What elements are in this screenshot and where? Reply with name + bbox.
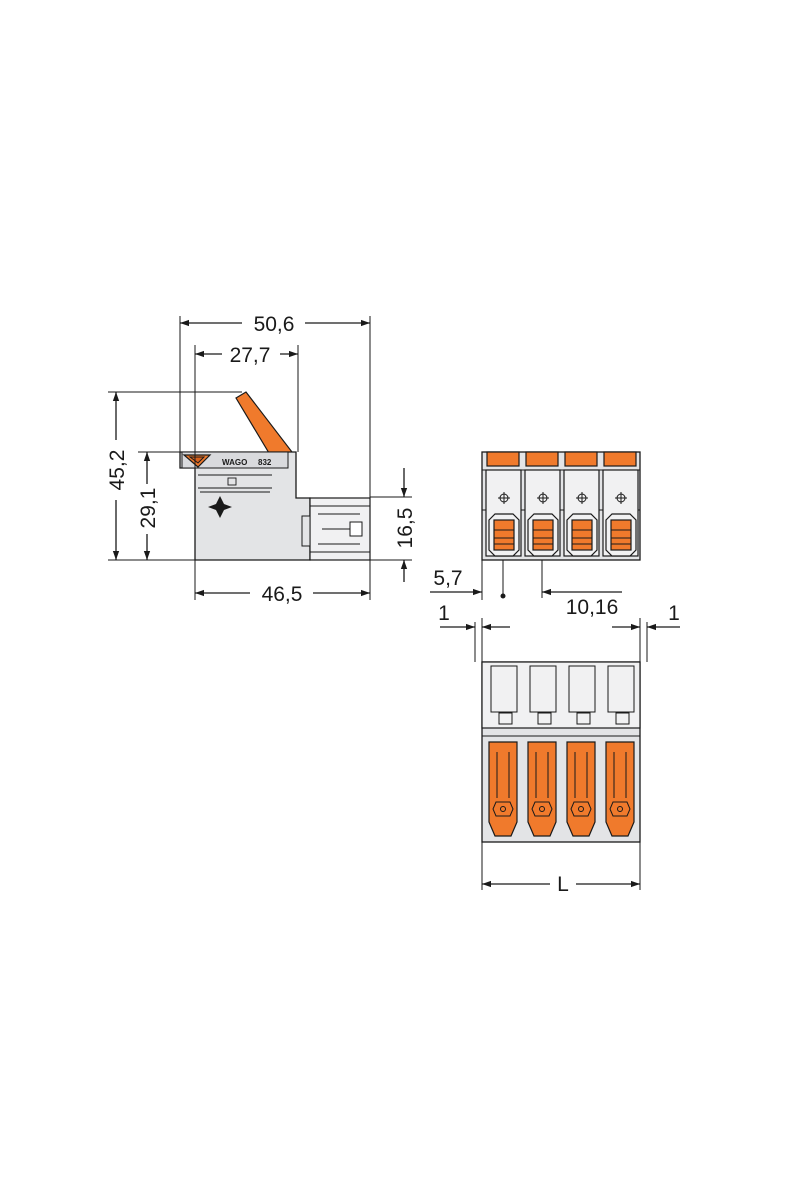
top-lever (566, 741, 596, 837)
front-lever-top (564, 451, 598, 467)
top-lever (605, 741, 635, 837)
front-view: 5,7 10,16 (430, 451, 641, 619)
dim-overall-height: 45,2 (106, 450, 129, 491)
dim-right-margin: 1 (668, 602, 680, 625)
front-pole (524, 451, 561, 557)
front-lever-top (486, 451, 520, 467)
clamp-release (571, 519, 593, 551)
brand-marking: WAGO (222, 458, 247, 467)
clamp-release (532, 519, 554, 551)
clamp-release (493, 519, 515, 551)
dim-left-margin: 1 (438, 602, 450, 625)
side-pin-window (349, 521, 363, 537)
front-pole (563, 451, 600, 557)
clamp-release (610, 519, 632, 551)
polarity-mark (208, 496, 232, 518)
side-emboss-mark (227, 477, 237, 486)
front-lever-top (525, 451, 559, 467)
dim-overall-length: 50,6 (254, 313, 295, 336)
dim-body-height: 29,1 (137, 488, 160, 529)
series-marking: 832 (258, 458, 272, 467)
top-pin-slot (529, 665, 557, 725)
front-pole (485, 451, 522, 557)
side-view: WAGO 832 50,6 27,7 (106, 313, 417, 606)
top-pin-slot (568, 665, 596, 725)
dim-first-pin: 5,7 (433, 567, 462, 590)
dim-lever-offset: 27,7 (230, 344, 271, 367)
dim-body-length: 46,5 (262, 583, 303, 606)
side-lever (235, 391, 294, 459)
front-lever-top (603, 451, 637, 467)
top-lever (527, 741, 557, 837)
axis-dot (500, 593, 506, 599)
side-entry-wedge-dark (188, 456, 206, 464)
dim-length: L (557, 873, 569, 896)
front-pole (602, 451, 639, 557)
side-latch (301, 515, 311, 547)
top-pin-slot (607, 665, 635, 725)
dim-pin-height: 16,5 (394, 508, 417, 549)
dim-pitch: 10,16 (566, 596, 619, 619)
top-lever (488, 741, 518, 837)
top-pin-slot (490, 665, 518, 725)
top-view: 1 1 L (438, 602, 680, 896)
